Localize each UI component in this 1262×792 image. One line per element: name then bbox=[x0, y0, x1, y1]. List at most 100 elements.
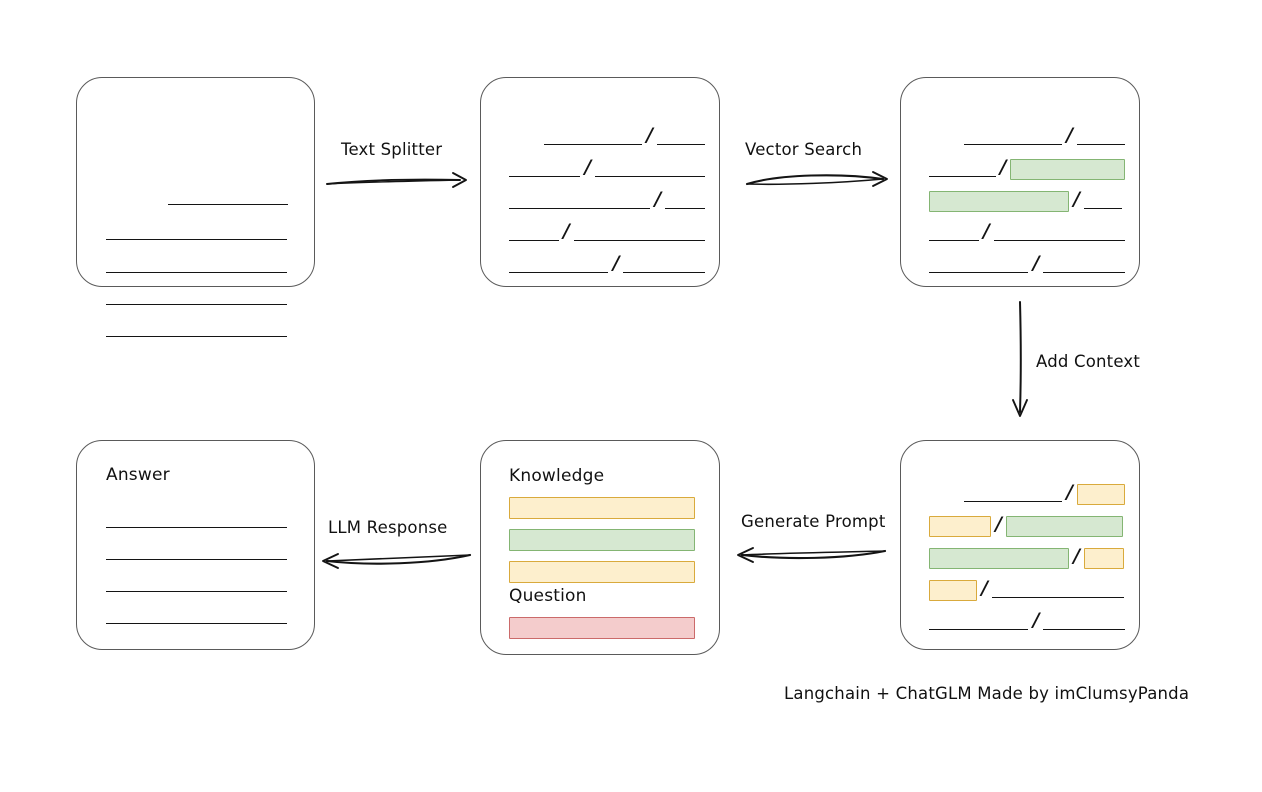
chunk-row: / bbox=[509, 187, 705, 212]
document-line bbox=[106, 318, 288, 340]
text-line-segment bbox=[1077, 144, 1125, 145]
context-chunk-highlight bbox=[1083, 547, 1124, 569]
edge-add-context: Add Context bbox=[1000, 300, 1160, 425]
text-line-segment bbox=[929, 629, 1029, 630]
node-vector-matches[interactable]: / / / / / bbox=[900, 77, 1140, 287]
context-chunk-highlight bbox=[929, 579, 977, 601]
text-line-segment bbox=[168, 204, 288, 205]
slash-separator: / bbox=[654, 187, 662, 210]
chunk-row: / bbox=[509, 155, 705, 180]
text-line-segment bbox=[509, 240, 559, 241]
text-line-segment bbox=[964, 144, 1063, 145]
text-line-segment bbox=[929, 240, 979, 241]
text-line-segment bbox=[964, 501, 1063, 502]
chunk-row: / bbox=[509, 253, 705, 276]
text-line-segment bbox=[929, 176, 996, 177]
edge-label-add-context: Add Context bbox=[1036, 352, 1141, 371]
chunk-row: / bbox=[929, 576, 1125, 601]
text-line-segment bbox=[106, 527, 287, 528]
split-chunk-rows: / / / / / bbox=[481, 78, 719, 286]
text-line-segment bbox=[991, 597, 1124, 598]
text-line-segment bbox=[623, 272, 705, 273]
text-line-segment bbox=[573, 240, 705, 241]
text-line-segment bbox=[544, 144, 643, 145]
text-line-segment bbox=[657, 144, 705, 145]
text-line-segment bbox=[509, 272, 609, 273]
chunk-row: / bbox=[509, 219, 705, 244]
answer-line bbox=[106, 605, 288, 627]
arrow-down-icon bbox=[1012, 301, 1028, 417]
node-answer[interactable]: Answer bbox=[76, 440, 315, 650]
matched-chunk-highlight bbox=[1005, 515, 1123, 537]
document-line bbox=[106, 186, 288, 208]
text-line-segment bbox=[509, 208, 651, 209]
slash-separator: / bbox=[1066, 480, 1073, 503]
answer-line bbox=[106, 541, 288, 563]
chunk-row: / bbox=[929, 608, 1125, 633]
slash-separator: / bbox=[1032, 251, 1040, 274]
text-line-segment bbox=[106, 336, 287, 337]
text-line-segment bbox=[665, 208, 705, 209]
chunk-row: / bbox=[929, 480, 1125, 505]
chunk-row: / bbox=[929, 251, 1125, 276]
text-line-segment bbox=[106, 239, 287, 240]
text-line-segment bbox=[1043, 629, 1125, 630]
knowledge-bar bbox=[509, 561, 695, 583]
question-heading: Question bbox=[509, 586, 587, 606]
slash-separator: / bbox=[981, 576, 988, 599]
answer-heading: Answer bbox=[106, 465, 170, 485]
knowledge-heading: Knowledge bbox=[509, 466, 605, 486]
answer-lines bbox=[77, 441, 314, 649]
slash-separator: / bbox=[982, 219, 990, 242]
edge-text-splitter: Text Splitter bbox=[325, 140, 475, 195]
text-line-segment bbox=[929, 272, 1029, 273]
chunk-row: / bbox=[929, 155, 1125, 180]
slash-separator: / bbox=[1032, 608, 1040, 631]
text-line-segment bbox=[106, 623, 287, 624]
arrow-left-icon bbox=[322, 553, 472, 569]
edge-vector-search: Vector Search bbox=[745, 140, 895, 195]
slash-separator: / bbox=[1073, 544, 1080, 567]
document-line bbox=[106, 221, 288, 243]
node-split-chunks[interactable]: / / / / / bbox=[480, 77, 720, 287]
slash-separator: / bbox=[1073, 187, 1080, 210]
chunk-row: / bbox=[929, 514, 1125, 537]
context-added-rows: / / / / / bbox=[901, 441, 1139, 649]
chunk-row: / bbox=[929, 544, 1125, 569]
source-document-lines bbox=[77, 78, 314, 337]
node-source-document[interactable] bbox=[76, 77, 315, 337]
edge-label-generate-prompt: Generate Prompt bbox=[741, 512, 886, 531]
edge-generate-prompt: Generate Prompt bbox=[735, 512, 890, 567]
text-line-segment bbox=[1083, 208, 1122, 209]
knowledge-bar bbox=[509, 529, 695, 551]
text-line-segment bbox=[595, 176, 705, 177]
arrow-right-icon bbox=[326, 172, 467, 188]
text-line-segment bbox=[106, 559, 287, 560]
knowledge-bar bbox=[509, 497, 695, 519]
edge-label-vector-search: Vector Search bbox=[745, 140, 863, 159]
text-line-segment bbox=[1043, 272, 1125, 273]
text-line-segment bbox=[106, 272, 287, 273]
matched-chunk-highlight bbox=[1010, 158, 1125, 180]
edge-label-llm-response: LLM Response bbox=[328, 518, 448, 537]
chunk-row: / bbox=[929, 187, 1125, 212]
slash-separator: / bbox=[584, 155, 592, 178]
chunk-row: / bbox=[929, 219, 1125, 244]
edge-label-text-splitter: Text Splitter bbox=[341, 140, 443, 159]
question-bar bbox=[509, 617, 695, 639]
text-line-segment bbox=[106, 304, 287, 305]
document-line bbox=[106, 254, 288, 276]
context-chunk-highlight bbox=[1077, 483, 1125, 505]
vector-match-rows: / / / / / bbox=[901, 78, 1139, 286]
slash-separator: / bbox=[562, 219, 570, 242]
node-context-added[interactable]: / / / / / bbox=[900, 440, 1140, 650]
text-line-segment bbox=[509, 176, 581, 177]
answer-line bbox=[106, 509, 288, 531]
text-line-segment bbox=[106, 591, 287, 592]
answer-line bbox=[106, 573, 288, 595]
edge-llm-response: LLM Response bbox=[320, 518, 475, 573]
slash-separator: / bbox=[646, 123, 653, 146]
slash-separator: / bbox=[999, 155, 1007, 178]
node-prompt[interactable]: Knowledge Question bbox=[480, 440, 720, 655]
